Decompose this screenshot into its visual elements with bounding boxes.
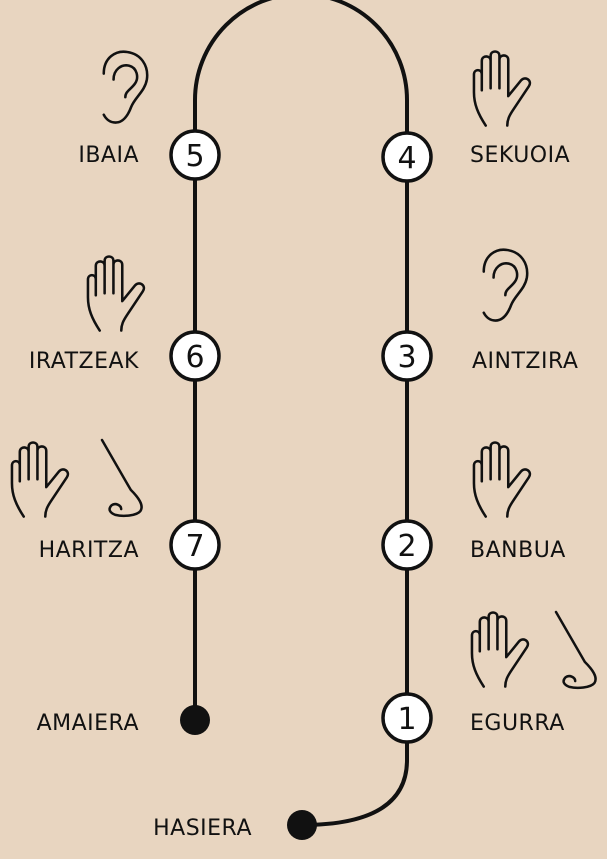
- stop-label-1: EGURRA: [470, 711, 565, 736]
- stop-number: 1: [397, 702, 416, 737]
- start-dot: [287, 810, 317, 840]
- end-dot: [180, 705, 210, 735]
- hand-icon: [472, 50, 532, 127]
- stop-label-5: IBAIA: [78, 143, 139, 168]
- stop-number: 7: [185, 529, 204, 564]
- stop-label-7: HARITZA: [39, 538, 139, 563]
- stop-node-1: 1: [381, 692, 433, 744]
- stop-number: 4: [397, 141, 416, 176]
- stop-number: 5: [185, 139, 204, 174]
- hand-icon: [470, 611, 530, 688]
- ear-icon: [102, 50, 149, 124]
- nose-icon: [554, 610, 597, 690]
- start-label: HASIERA: [153, 816, 252, 841]
- stop-node-3: 3: [381, 330, 433, 382]
- nose-icon: [100, 438, 143, 518]
- hand-icon: [86, 255, 146, 332]
- stop-node-5: 5: [169, 129, 221, 181]
- hand-icon: [10, 441, 70, 518]
- stop-number: 3: [397, 340, 416, 375]
- route-line: [193, 0, 409, 827]
- stop-number: 6: [185, 340, 204, 375]
- stop-number: 2: [397, 529, 416, 564]
- end-label: AMAIERA: [37, 711, 139, 736]
- ear-icon: [482, 248, 529, 322]
- stop-node-6: 6: [169, 330, 221, 382]
- stop-label-4: SEKUOIA: [470, 143, 570, 168]
- stop-label-3: AINTZIRA: [472, 349, 578, 374]
- stop-node-4: 4: [381, 131, 433, 183]
- stop-label-6: IRATZEAK: [29, 349, 139, 374]
- stop-node-2: 2: [381, 519, 433, 571]
- hand-icon: [472, 441, 532, 518]
- stop-node-7: 7: [169, 519, 221, 571]
- stop-label-2: BANBUA: [470, 538, 566, 563]
